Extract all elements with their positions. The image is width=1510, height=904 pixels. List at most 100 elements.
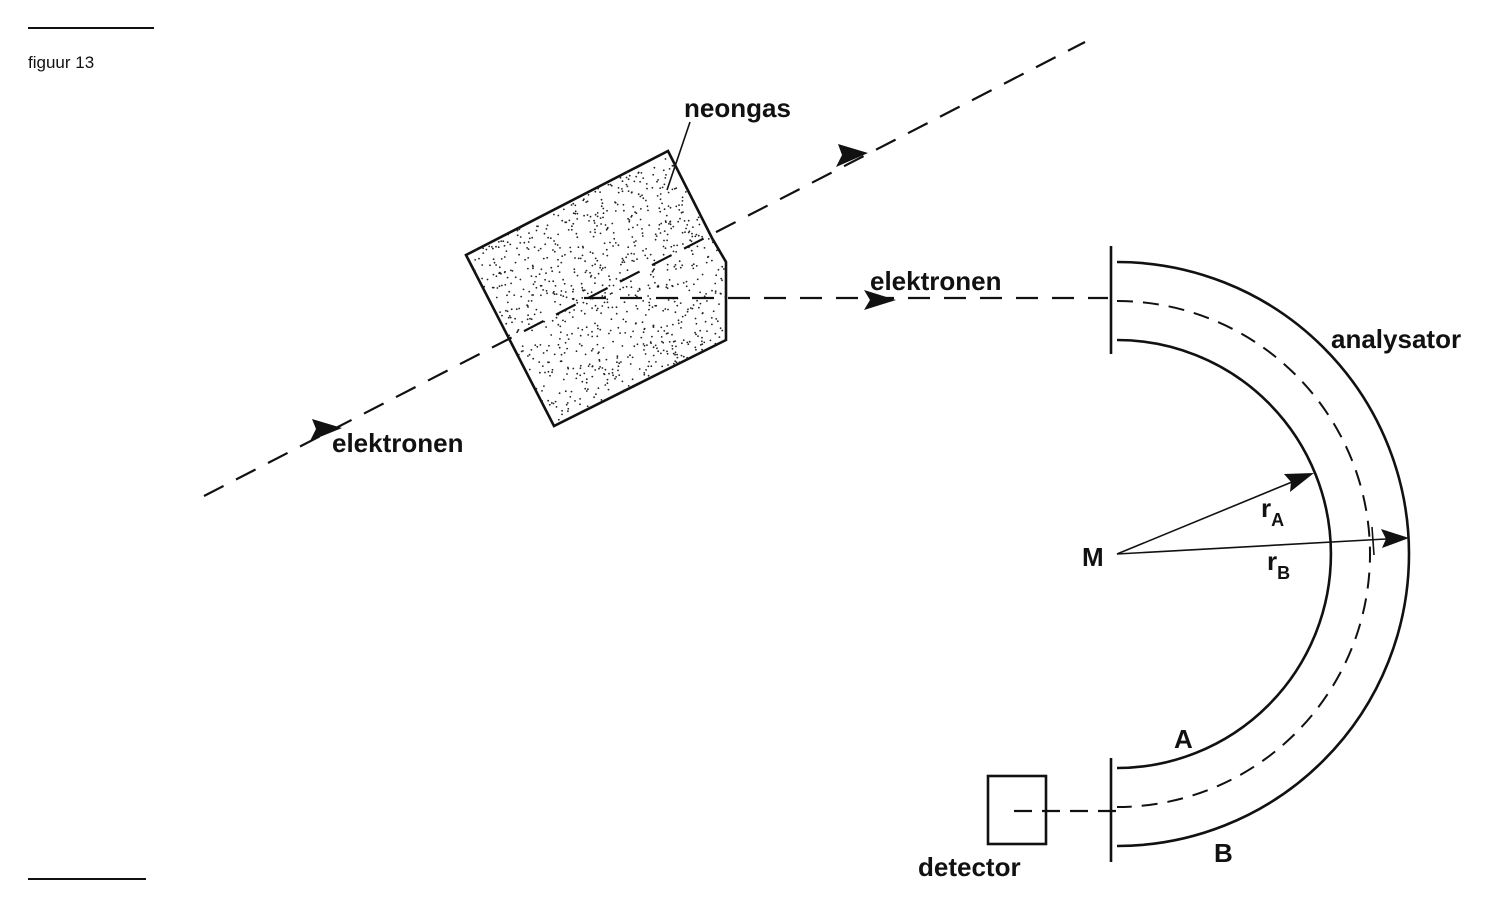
stipple-dot (675, 205, 678, 208)
stipple-dot (674, 351, 677, 354)
stipple-dot (585, 381, 588, 384)
stipple-dot (558, 271, 561, 273)
stipple-dot (518, 253, 520, 256)
stipple-dot (703, 295, 706, 298)
stipple-dot (556, 244, 559, 246)
stipple-dot (545, 326, 547, 328)
stipple-dot (554, 285, 557, 287)
stipple-dot (583, 312, 586, 315)
stipple-dot (522, 350, 524, 352)
stipple-dot (503, 244, 506, 247)
stipple-dot (520, 295, 523, 298)
stipple-dot (665, 174, 667, 176)
stipple-dot (666, 325, 668, 327)
stipple-dot (603, 301, 606, 304)
stipple-dot (714, 332, 717, 335)
stipple-dot (621, 180, 624, 183)
stipple-dot (622, 318, 625, 321)
detector-label: detector (918, 852, 1021, 882)
stipple-dot (604, 384, 607, 386)
stipple-dot (633, 253, 635, 255)
stipple-dot (524, 258, 526, 261)
stipple-dot (544, 371, 546, 374)
stipple-dot (591, 264, 594, 267)
stipple-dot (652, 173, 655, 176)
stipple-dot (539, 284, 542, 287)
stipple-dot (677, 322, 680, 325)
stipple-dot (624, 332, 627, 334)
stipple-dot (521, 345, 524, 347)
stipple-dot (649, 298, 652, 300)
stipple-dot (622, 286, 625, 289)
stipple-dot (580, 310, 583, 312)
stipple-dot (666, 233, 669, 236)
stipple-dot (564, 320, 567, 323)
stipple-dot (652, 354, 655, 357)
stipple-dot (678, 361, 681, 364)
stipple-dot (519, 242, 522, 244)
stipple-dot (587, 365, 590, 367)
stipple-dot (654, 344, 657, 347)
stipple-dot (617, 369, 619, 372)
stipple-dot (648, 360, 650, 363)
stipple-dot (591, 330, 593, 333)
stipple-dot (514, 317, 516, 320)
stipple-dot (682, 339, 685, 342)
stipple-dot (660, 336, 663, 338)
stipple-dot (570, 285, 573, 287)
stipple-dot (539, 247, 542, 250)
stipple-dot (504, 283, 507, 286)
stipple-dot (591, 335, 594, 338)
stipple-dot (619, 176, 622, 179)
stipple-dot (531, 236, 534, 239)
stipple-dot (694, 346, 697, 349)
stipple-dot (537, 249, 540, 252)
stipple-dot (474, 269, 476, 272)
stipple-dot (516, 234, 519, 237)
stipple-dot (561, 255, 564, 257)
stipple-dot (541, 365, 544, 367)
stipple-dot (641, 232, 644, 235)
stipple-dot (627, 217, 629, 220)
stipple-dot (574, 212, 577, 215)
stipple-dot (669, 206, 672, 209)
stipple-dot (672, 352, 675, 355)
stipple-dot (550, 334, 553, 336)
stipple-dot (571, 225, 573, 228)
stipple-dot (536, 345, 539, 348)
plate-b-label: B (1214, 838, 1233, 868)
stipple-dot (674, 363, 676, 366)
stipple-dot (650, 365, 653, 368)
stipple-dot (690, 249, 693, 252)
stipple-dot (530, 349, 533, 351)
stipple-dot (619, 272, 621, 274)
stipple-dot (721, 265, 724, 268)
stipple-dot (585, 269, 588, 272)
stipple-dot (649, 341, 652, 343)
stipple-dot (564, 291, 567, 293)
stipple-dot (642, 331, 645, 334)
stipple-dot (555, 406, 558, 408)
stipple-dot (631, 214, 633, 217)
stipple-dot (614, 377, 616, 380)
stipple-dot (621, 261, 624, 264)
stipple-dot (570, 228, 573, 231)
stipple-dot (585, 326, 588, 329)
stipple-dot (719, 292, 722, 295)
stipple-dot (675, 187, 678, 190)
stipple-dot (644, 353, 647, 355)
stipple-dot (630, 280, 632, 283)
stipple-dot (627, 294, 630, 296)
stipple-dot (690, 240, 693, 243)
stipple-dot (646, 257, 649, 260)
stipple-dot (630, 252, 633, 255)
stipple-dot (659, 193, 662, 195)
stipple-dot (701, 340, 703, 343)
stipple-dot (675, 345, 677, 348)
stipple-dot (673, 300, 676, 303)
stipple-dot (562, 319, 564, 322)
stipple-dot (607, 306, 610, 309)
stipple-dot (695, 348, 697, 351)
stipple-dot (560, 290, 563, 292)
stipple-dot (622, 203, 625, 206)
